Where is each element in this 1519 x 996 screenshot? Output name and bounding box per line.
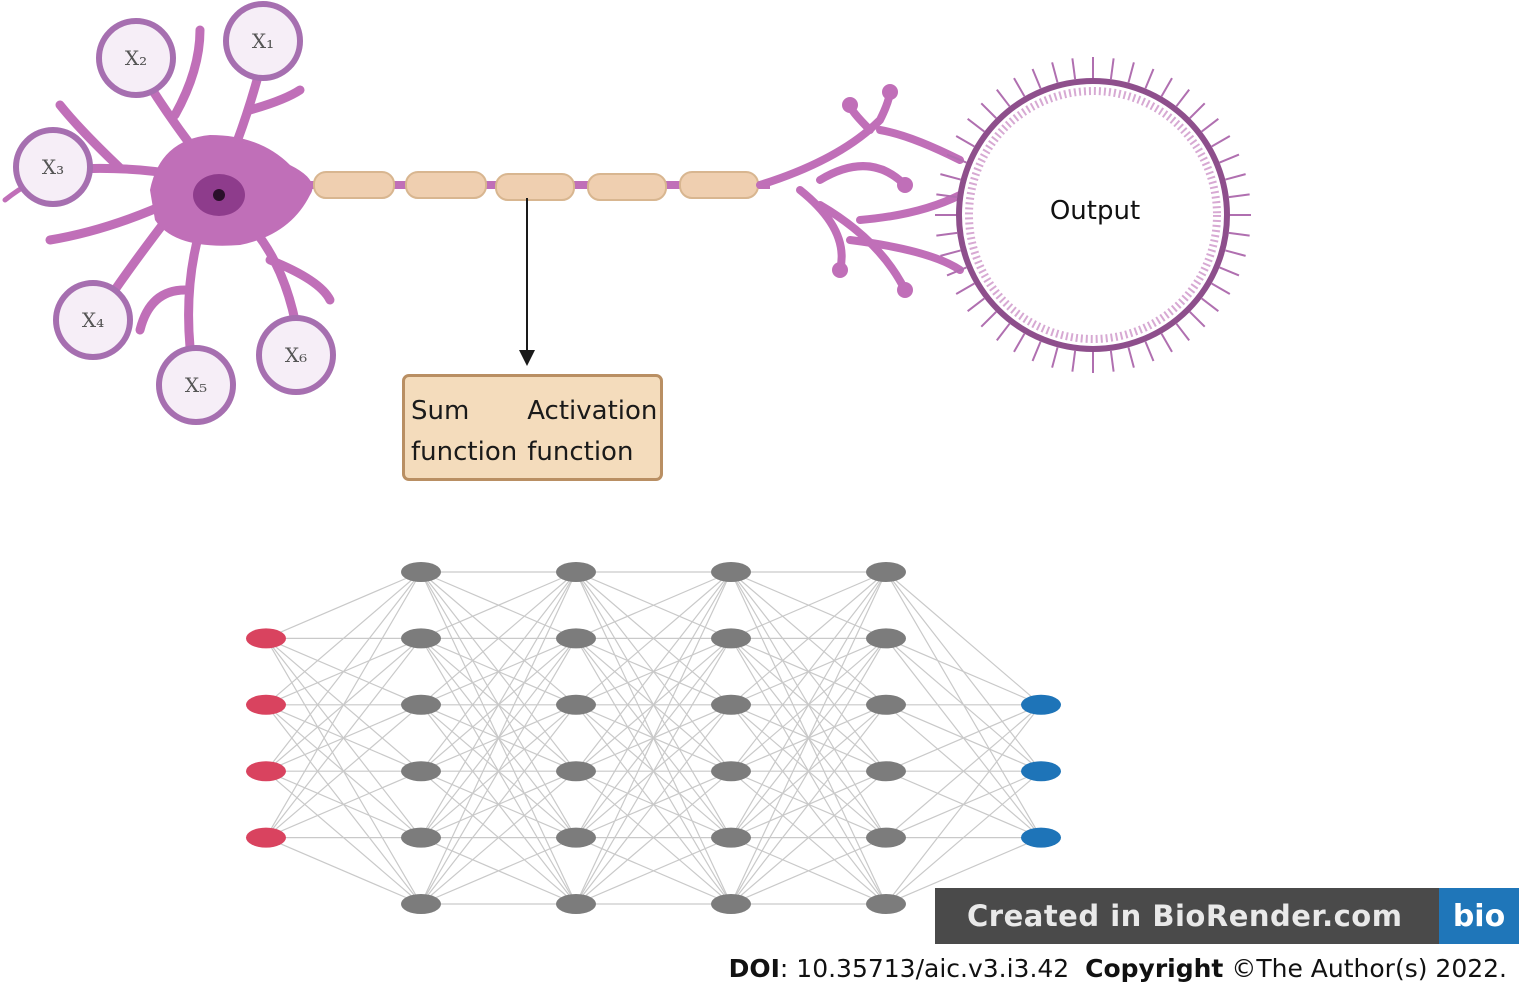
output-node — [1021, 694, 1061, 715]
output-label: Output — [1049, 196, 1141, 226]
network-edge — [885, 571, 1042, 706]
doi-label: DOI — [728, 954, 780, 983]
input-label-x2: X₂ — [125, 46, 147, 70]
hidden-node — [556, 761, 596, 782]
network-edge — [265, 571, 422, 772]
hidden-node — [866, 894, 906, 914]
hidden-node — [711, 562, 751, 582]
function-box: Sum function Activation function — [402, 374, 663, 481]
copyright-label: Copyright — [1085, 954, 1224, 983]
network-edge — [420, 638, 577, 905]
input-node — [246, 628, 286, 649]
network-edge — [575, 571, 732, 639]
hidden-node — [556, 562, 596, 582]
axon — [300, 171, 770, 201]
network-edge — [730, 571, 887, 706]
input-node — [246, 761, 286, 782]
input-label-x6: X₆ — [285, 343, 307, 367]
activation-function-label: Activation function — [527, 396, 658, 467]
output-cell — [935, 57, 1251, 373]
network-edge — [420, 837, 577, 905]
network-edge — [575, 704, 732, 905]
biorender-watermark: Created in BioRender.com bio — [935, 888, 1519, 944]
network-edge — [575, 638, 732, 905]
output-node — [1021, 827, 1061, 848]
network-edge — [420, 571, 577, 639]
network-edge — [885, 837, 1042, 905]
hidden-node — [401, 761, 441, 782]
network-edge — [420, 770, 577, 905]
copyright-value: ©The Author(s) 2022. — [1223, 954, 1507, 983]
hidden-node — [711, 628, 751, 649]
input-node — [246, 827, 286, 848]
network-nodes — [246, 562, 1061, 914]
input-label-x1: X₁ — [252, 29, 274, 53]
citation-footer: DOI: 10.35713/aic.v3.i3.42 Copyright ©Th… — [729, 954, 1507, 983]
network-edge — [420, 571, 577, 838]
network-edge — [730, 571, 887, 838]
network-edge — [575, 837, 732, 905]
network-edge — [730, 571, 887, 639]
hidden-node — [711, 894, 751, 914]
hidden-node — [711, 761, 751, 782]
network-edge — [265, 638, 422, 838]
hidden-node — [556, 628, 596, 649]
network-edge — [730, 704, 887, 905]
network-edge — [265, 571, 422, 706]
network-edge — [420, 704, 577, 905]
output-node — [1021, 761, 1061, 782]
network-edges — [265, 571, 1042, 905]
network-edge — [575, 571, 732, 772]
hidden-node — [401, 827, 441, 848]
axon-terminals — [756, 86, 964, 294]
network-edge — [730, 571, 887, 905]
hidden-node — [401, 894, 441, 914]
doi-value: : 10.35713/aic.v3.i3.42 — [779, 954, 1070, 983]
input-label-x4: X₄ — [82, 308, 104, 332]
network-edge — [575, 571, 732, 838]
network-edge — [730, 638, 887, 905]
network-edge — [730, 571, 887, 772]
hidden-node — [401, 562, 441, 582]
network-edge — [420, 571, 577, 772]
network-edge — [575, 571, 732, 905]
input-node — [246, 694, 286, 715]
hidden-node — [866, 761, 906, 782]
network-edge — [885, 704, 1042, 839]
network-edge — [730, 837, 887, 905]
network-edge — [575, 770, 732, 905]
network-edge — [420, 571, 577, 706]
network-edge — [885, 770, 1042, 905]
hidden-node — [711, 827, 751, 848]
input-bubbles: X₁ X₂ X₃ X₄ X₅ X₆ — [13, 1, 336, 425]
network-edge — [575, 571, 732, 706]
hidden-node — [401, 694, 441, 715]
hidden-node — [866, 628, 906, 649]
network-edge — [885, 704, 1042, 772]
biorender-logo: bio — [1439, 888, 1519, 944]
watermark-text: Created in BioRender.com — [935, 888, 1439, 944]
network-edge — [265, 837, 422, 905]
network-edge — [730, 770, 887, 905]
hidden-node — [401, 628, 441, 649]
hidden-node — [866, 827, 906, 848]
network-edge — [885, 704, 1042, 905]
hidden-node — [866, 694, 906, 715]
hidden-node — [556, 894, 596, 914]
sum-function-label: Sum function — [411, 396, 518, 467]
input-label-x3: X₃ — [42, 155, 64, 179]
hidden-node — [556, 827, 596, 848]
network-edge — [265, 770, 422, 839]
hidden-node — [556, 694, 596, 715]
network-edge — [885, 637, 1042, 706]
hidden-node — [866, 562, 906, 582]
network-edge — [420, 571, 577, 905]
network-edge — [265, 704, 422, 839]
network-edge — [265, 571, 422, 639]
input-label-x5: X₅ — [185, 373, 207, 397]
arrow-head — [519, 350, 535, 366]
hidden-node — [711, 694, 751, 715]
network-edge — [265, 571, 422, 838]
